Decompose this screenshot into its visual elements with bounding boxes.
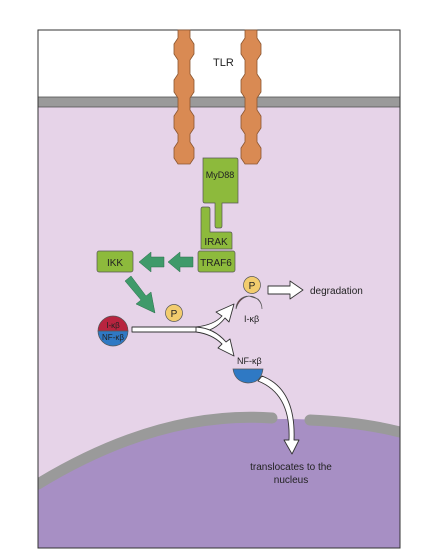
nfkb-label: NF-κβ: [237, 356, 262, 366]
myd88-label: MyD88: [206, 170, 235, 180]
ikb-half: [97, 315, 129, 332]
plasma-membrane: [38, 96, 400, 108]
green-arrow-traf6-2: [138, 251, 165, 273]
phosphate-bound: [243, 276, 261, 294]
traf6-label: TRAF6: [200, 258, 232, 269]
nuclear-envelope-left: [38, 411, 278, 490]
phosphate-free-label: P: [171, 309, 178, 320]
nucleus: [38, 419, 400, 548]
nfkb-released: [232, 368, 264, 384]
phosphate-free: [165, 304, 183, 322]
ikb-complex-label: I-κβ: [106, 321, 120, 330]
ikb-label: I-κβ: [244, 314, 259, 324]
traf6-protein: [197, 250, 236, 273]
translocate-label-line2: nucleus: [274, 475, 308, 486]
irak-protein: [200, 206, 233, 250]
translocation-arrow: [257, 375, 300, 455]
dissociation-arrow: [131, 303, 235, 357]
tlr-monomer-right: [240, 29, 262, 165]
degradation-label: degradation: [310, 286, 363, 297]
extracellular-space: [38, 30, 400, 98]
ikk-protein: [96, 250, 134, 273]
nuclear-envelope-right: [304, 414, 400, 438]
green-arrow-traf6-1: [167, 251, 194, 273]
ikb-released: [235, 295, 263, 310]
green-arrow-ikk-down: [124, 275, 156, 314]
irak-label: IRAK: [204, 237, 228, 248]
ikk-label: IKK: [107, 258, 123, 269]
tlr-receptor: [173, 29, 262, 165]
degradation-arrow: [267, 280, 304, 300]
myd88-protein: [202, 157, 239, 229]
tlr-monomer-left: [173, 29, 195, 165]
cell-frame: [37, 29, 401, 549]
nfkb-half: [97, 330, 129, 347]
nfkb-complex-label: NF-κβ: [102, 333, 124, 342]
phosphate-bound-label: P: [249, 281, 256, 292]
tlr-label: TLR: [213, 57, 234, 69]
translocate-label-line1: translocates to the: [250, 462, 332, 473]
